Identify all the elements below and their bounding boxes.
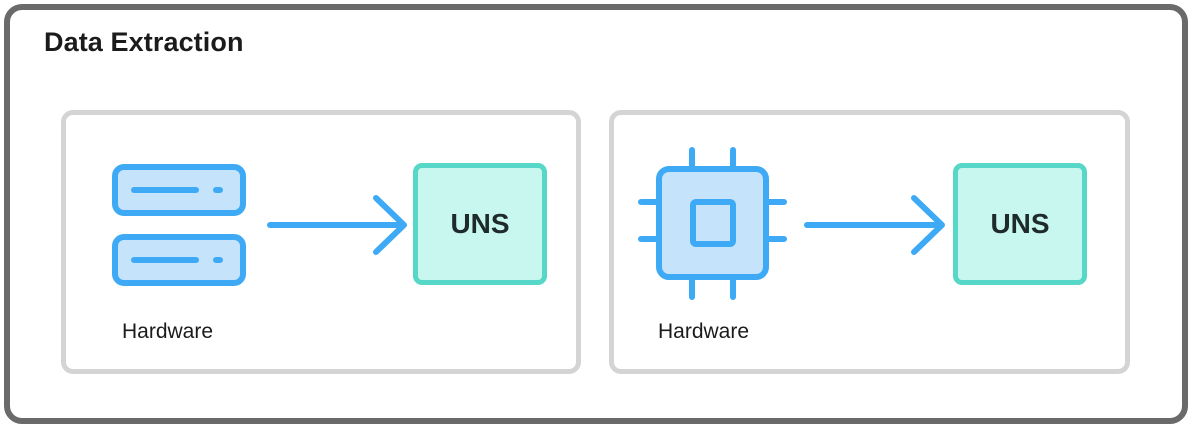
uns-label: UNS — [990, 208, 1050, 239]
source-label: Hardware — [122, 320, 214, 343]
source-label: Hardware — [658, 320, 750, 343]
page-title: Data Extraction — [44, 27, 244, 57]
panel-chip-flow: Hardware UNS — [609, 110, 1130, 374]
arrow-right-icon — [267, 195, 407, 255]
uns-label: UNS — [450, 208, 510, 239]
uns-node: UNS — [413, 163, 547, 285]
uns-node: UNS — [953, 163, 1087, 285]
server-stack-icon — [112, 164, 246, 286]
cpu-chip-icon — [638, 147, 787, 300]
panel-server-flow: Hardware UNS — [61, 110, 581, 374]
arrow-right-icon — [804, 195, 945, 255]
